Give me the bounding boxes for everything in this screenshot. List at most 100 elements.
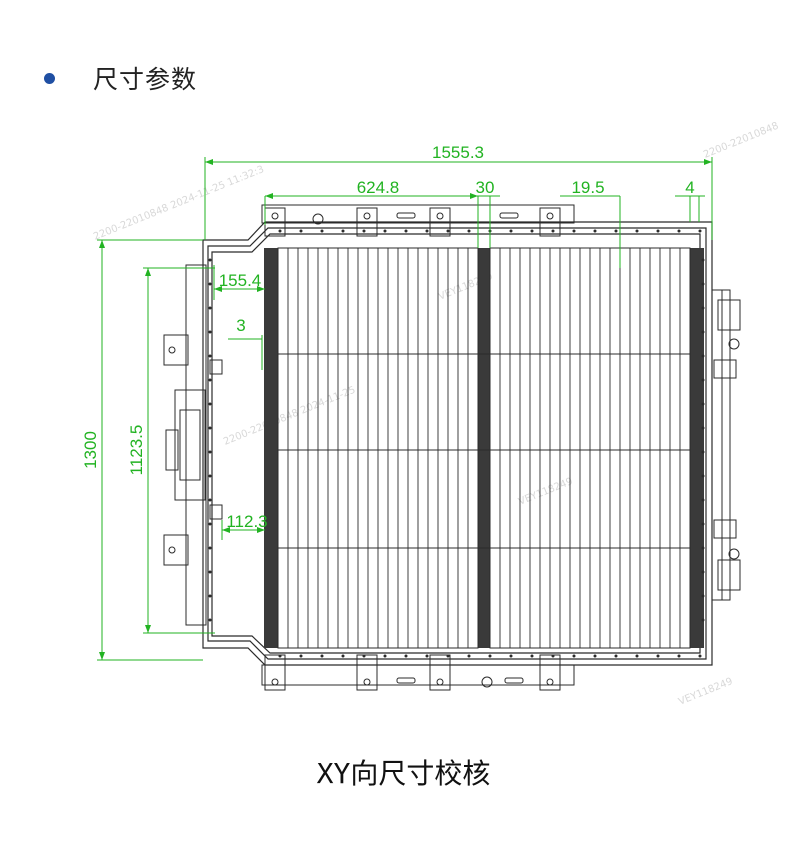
frame-bolt [341,229,345,233]
frame-bolt [551,654,555,658]
frame-bolts [208,229,705,658]
frame-bolt [425,654,429,658]
frame-bolt [404,229,408,233]
frame-bolt [701,498,705,502]
frame-bolt [635,229,639,233]
frame-bolt [208,426,212,430]
frame-bolt [572,229,576,233]
frame-bolt [208,258,212,262]
frame-bolt [656,654,660,658]
frame-bolt [208,522,212,526]
frame-bolt [701,570,705,574]
frame-bolt [208,570,212,574]
frame-bolt [467,654,471,658]
frame-bolt [208,282,212,286]
frame-bolt [341,654,345,658]
cell-modules [264,247,704,649]
frame-bolt [701,330,705,334]
frame-bolt [530,654,534,658]
watermark-5: VEY118249 [517,476,574,508]
dim-label-112-3: 112.3 [226,512,267,531]
figure-caption: XY向尺寸校核 [316,757,491,790]
dim-label-1555: 1555.3 [432,143,484,162]
frame-bolt [701,546,705,550]
dim-label-4: 4 [685,178,694,197]
frame-bolt [572,654,576,658]
frame-bolt [551,229,555,233]
frame-bolt [701,594,705,598]
dim-label-155-4: 155.4 [219,271,262,290]
frame-bolt [208,306,212,310]
frame-bolt [208,498,212,502]
frame-bolt [278,229,282,233]
frame-bolt [425,229,429,233]
frame-bolt [509,229,513,233]
frame-bolt [446,229,450,233]
frame-bolt [701,450,705,454]
bullet-dot-icon [44,72,55,84]
frame-bolt [208,402,212,406]
bottom-bracket-rail [261,654,575,691]
frame-bolt [701,354,705,358]
frame-bolt [701,618,705,622]
frame-bolt [677,654,681,658]
frame-bolt [701,522,705,526]
frame-bolt [278,654,282,658]
dim-label-19-5: 19.5 [571,178,604,197]
frame-bolt [701,474,705,478]
frame-bolt [701,258,705,262]
frame-bolt [383,654,387,658]
pack-outline [202,221,713,666]
frame-bolt [701,306,705,310]
watermark-1: 2200-22010848 2024-11-25 11:32:3 [92,164,266,243]
frame-bolt [530,229,534,233]
frame-bolt [701,378,705,382]
dim-label-1123-5: 1123.5 [127,425,146,476]
frame-bolt [320,229,324,233]
dimension-lines [97,157,713,661]
frame-bolt [208,378,212,382]
frame-bolt [208,330,212,334]
frame-bolt [509,654,513,658]
dim-label-3: 3 [236,316,245,335]
frame-bolt [677,229,681,233]
section-header: 尺寸参数 [44,58,197,98]
frame-bolt [208,594,212,598]
frame-bolt [208,354,212,358]
dim-label-624: 624.8 [357,178,400,197]
frame-bolt [701,282,705,286]
frame-bolt [698,229,702,233]
left-mounting-structure [163,264,223,626]
frame-bolt [404,654,408,658]
watermark-2: 2200-22010848 [702,121,780,161]
watermark-3: 2200-22010848 2024-11-25 [222,385,357,448]
frame-bolt [299,654,303,658]
frame-bolt [320,654,324,658]
frame-bolt [488,654,492,658]
frame-bolt [593,654,597,658]
frame-bolt [208,474,212,478]
frame-bolt [362,229,366,233]
frame-bolt [362,654,366,658]
frame-bolt [593,229,597,233]
right-mounting-structure [711,289,741,601]
frame-bolt [467,229,471,233]
frame-bolt [383,229,387,233]
top-bracket-rail [261,204,575,237]
frame-bolt [208,450,212,454]
frame-bolt [635,654,639,658]
watermark-4: VEY118249 [677,676,734,708]
dimension-arrows [99,159,712,660]
frame-bolt [656,229,660,233]
frame-bolt [698,654,702,658]
dim-label-1300: 1300 [81,431,100,469]
frame-bolt [701,402,705,406]
frame-bolt [614,654,618,658]
frame-bolt [701,426,705,430]
frame-bolt [208,546,212,550]
frame-bolt [614,229,618,233]
dim-label-30: 30 [476,178,495,197]
frame-bolt [299,229,303,233]
frame-bolt [208,618,212,622]
